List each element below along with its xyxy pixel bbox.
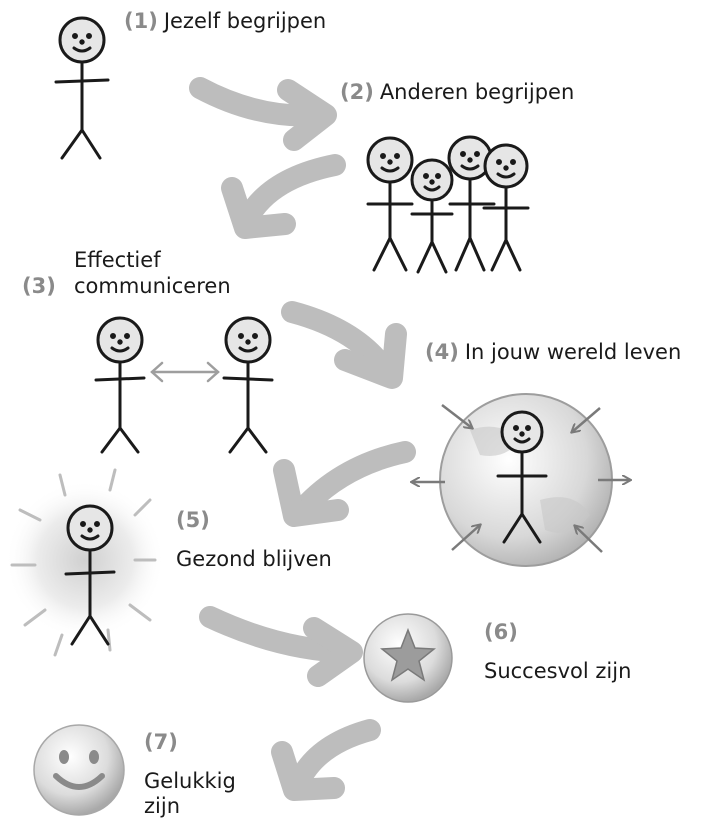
step-4-label: (4)In jouw wereld leven: [425, 340, 681, 365]
step-7-text-line2: zijn: [144, 794, 181, 818]
step-1-label: (1)Jezelf begrijpen: [124, 9, 326, 34]
step-6-text: Succesvol zijn: [484, 659, 632, 683]
step-5-number: (5): [176, 508, 210, 532]
step-2-label: (2)Anderen begrijpen: [340, 80, 574, 105]
step-5-text: Gezond blijven: [176, 547, 332, 571]
figure-others-4: [482, 143, 530, 272]
arrow-1-to-2: [189, 77, 337, 151]
step-3-text-line1: Effectief: [74, 248, 161, 272]
step-6-number: (6): [484, 620, 518, 644]
step-7-number: (7): [144, 730, 178, 754]
figure-in-world: [496, 410, 548, 544]
communication-double-arrow: [150, 361, 220, 383]
step-6-label: (6) Succesvol zijn: [484, 620, 631, 684]
healthy-glow: [5, 480, 165, 640]
arrow-2-to-3: [221, 154, 346, 239]
step-5-label: (5) Gezond blijven: [176, 508, 332, 572]
step-3-number: (3): [22, 274, 56, 298]
figure-self: [54, 16, 110, 160]
step-7-label: (7) Gelukkig zijn: [144, 730, 236, 819]
world-pressure-arrows: [412, 404, 630, 553]
step-4-text: In jouw wereld leven: [464, 340, 682, 364]
figure-others-1: [366, 136, 414, 272]
stick-figures: [54, 16, 548, 646]
step-3-text-line2: communiceren: [74, 274, 231, 298]
step-4-number: (4): [425, 340, 459, 364]
arrow-5-to-6: [199, 606, 363, 687]
figure-communicator-left: [94, 316, 146, 454]
arrow-6-to-7: [271, 719, 381, 801]
figure-others-2: [410, 158, 454, 274]
flow-arrows: [189, 77, 416, 801]
figure-others-3: [447, 135, 496, 272]
step-2-number: (2): [340, 80, 374, 104]
step-7-text-line1: Gelukkig: [144, 769, 236, 793]
step-2-text: Anderen begrijpen: [379, 80, 575, 104]
glow-rays: [10, 468, 157, 657]
figure-communicator-right: [222, 316, 274, 454]
step-1-text: Jezelf begrijpen: [163, 9, 327, 33]
figure-healthy: [64, 504, 116, 646]
arrow-3-to-4: [281, 301, 407, 389]
happy-smiley-ball: [33, 724, 125, 816]
step-1-number: (1): [124, 9, 158, 33]
arrow-4-to-5: [273, 441, 416, 527]
star-icon: [379, 627, 437, 682]
